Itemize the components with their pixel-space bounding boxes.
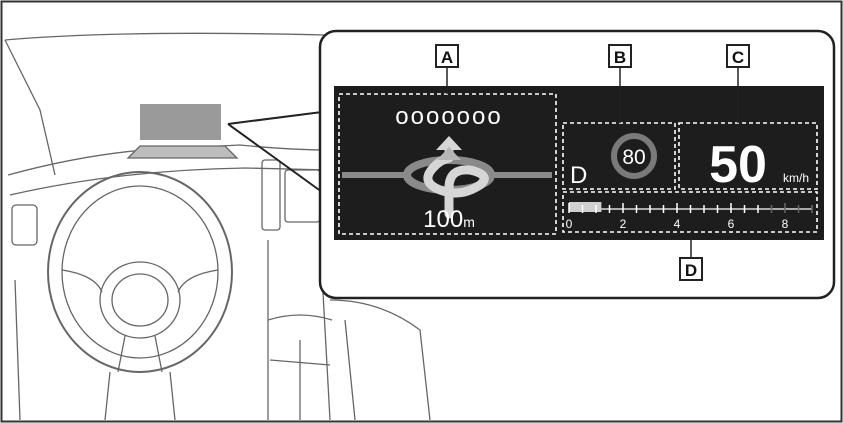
center-vent	[261, 159, 281, 231]
region-b-speed-limit	[562, 122, 676, 190]
callout-label-a: A	[435, 44, 459, 94]
steering-wheel-hub-inner	[111, 273, 169, 327]
tachometer-tick-label: 0	[566, 217, 573, 231]
distance-value: 100	[423, 206, 463, 233]
car-interior-drawing	[4, 32, 431, 421]
region-d-tachometer	[562, 191, 818, 233]
hud-projection-area	[140, 104, 221, 140]
region-c-speed	[678, 122, 818, 190]
tachometer-bar: 0 2 4 6 8	[566, 202, 813, 231]
callout-label-c: C	[726, 44, 750, 123]
callout-text-c: C	[732, 48, 744, 67]
a-pillar-line	[4, 39, 56, 176]
callout-label-b: B	[608, 44, 632, 123]
steering-wheel-rim	[47, 171, 233, 373]
speed-unit: km/h	[783, 171, 809, 185]
street-name: ooooooo	[395, 103, 502, 130]
distance-readout: 100m	[423, 206, 475, 233]
route-path	[423, 143, 489, 219]
callout-text-d: D	[685, 261, 697, 280]
door-line-left	[14, 279, 21, 421]
windshield-edge	[4, 32, 326, 41]
steering-spoke-bottom	[117, 335, 163, 373]
steering-spoke-left	[61, 269, 103, 293]
dashboard-line-2	[9, 167, 331, 196]
callout-pointer	[227, 111, 323, 193]
callout-label-d: D	[679, 232, 703, 281]
speed-limit-value: 80	[622, 146, 645, 169]
gear-indicator: D	[570, 162, 587, 189]
callout-text-a: A	[441, 48, 453, 67]
tachometer-tick-label: 4	[674, 217, 681, 231]
console-shelf	[267, 314, 333, 321]
right-dash-line	[329, 299, 431, 421]
steering-spoke-right	[177, 269, 219, 293]
hud-projector	[126, 145, 239, 159]
distance-unit: m	[463, 214, 475, 230]
callout-box-d	[679, 257, 703, 281]
tachometer-tick-label: 2	[620, 217, 627, 231]
steering-column	[104, 371, 176, 421]
route-arrow-head-2	[437, 147, 461, 160]
tachometer-tick-label: 8	[782, 217, 789, 231]
speed-limit-ring	[611, 133, 657, 179]
steering-wheel-rim-inner	[61, 185, 219, 359]
left-vent	[11, 204, 38, 246]
speed-value: 50	[709, 136, 767, 194]
steering-wheel-hub	[99, 261, 181, 339]
tachometer-fill	[569, 202, 602, 212]
roundabout-graphic	[342, 136, 552, 219]
right-dash-line-2	[344, 319, 356, 421]
route-arrow-head	[436, 136, 462, 150]
tachometer-tick-label: 6	[728, 217, 735, 231]
callout-text-b: B	[614, 48, 626, 67]
